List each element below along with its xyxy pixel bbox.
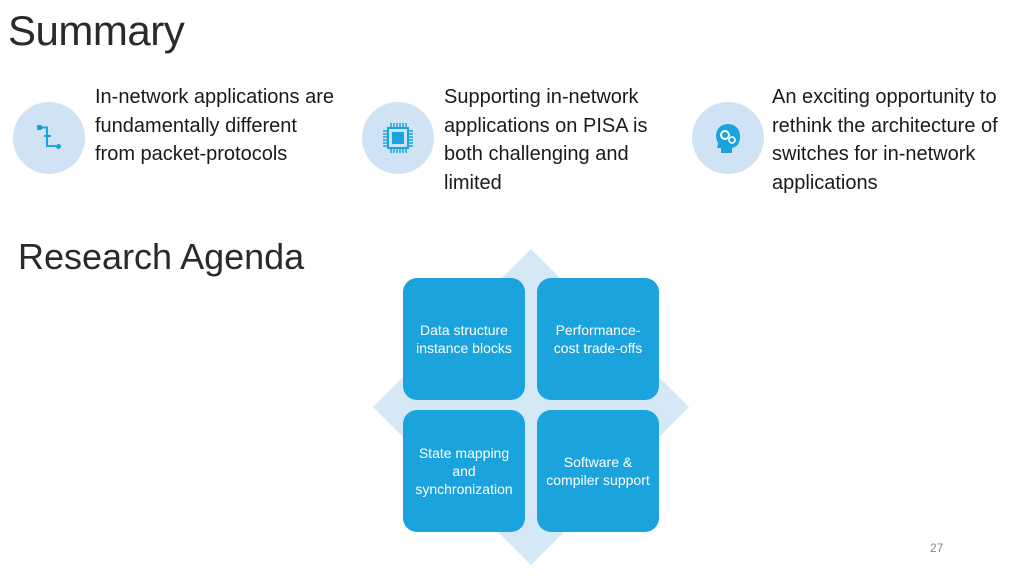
slide-title: Summary (8, 7, 185, 54)
summary-text-2: Supporting in-network applications on PI… (444, 86, 648, 194)
summary-text-1: In-network applications are fundamentall… (95, 86, 335, 166)
page-number: 27 (930, 541, 944, 555)
agenda-box-data-structure: Data structure instance blocks (403, 278, 525, 400)
cpu-chip-icon (362, 102, 434, 174)
agenda-box-state-mapping: State mapping and synchronization (403, 410, 525, 532)
section-heading: Research Agenda (18, 236, 305, 277)
agenda-box-performance: Performance-cost trade-offs (537, 278, 659, 400)
agenda-box-software: Software & compiler support (537, 410, 659, 532)
head-gears-icon (692, 102, 764, 174)
summary-text-3: An exciting opportunity to rethink the a… (772, 86, 998, 194)
network-flow-icon (13, 102, 85, 174)
